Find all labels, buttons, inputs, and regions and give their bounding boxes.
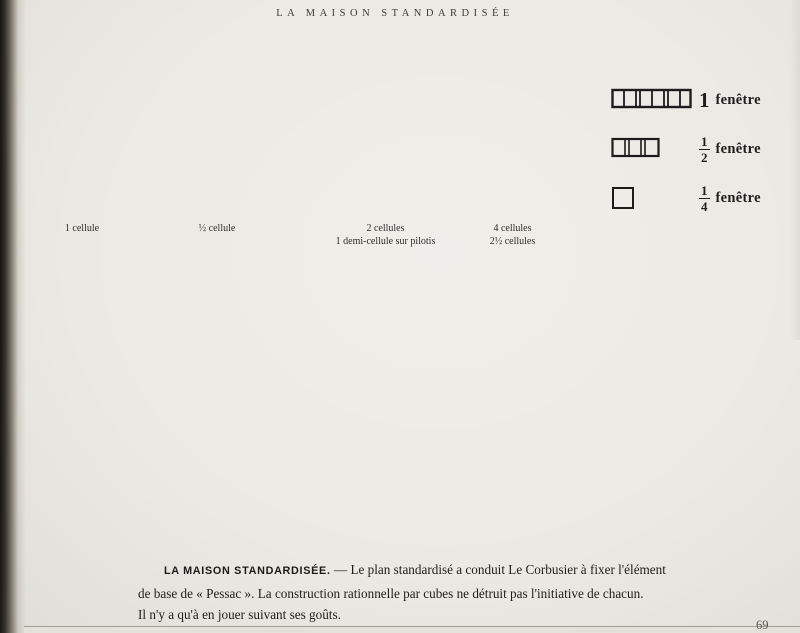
figure-demi-cellule-caption: ½ cellule: [198, 223, 236, 234]
legend-fraction: 1 4: [699, 182, 710, 214]
page-edge-rule: [24, 626, 800, 627]
legend-item-half-window: 1 2 fenêtre: [603, 131, 798, 167]
window-legend: 1 fenêtre 1 2 fenêtre: [603, 82, 798, 217]
figure-demi-cellule-drawing: [168, 94, 268, 216]
figure-1-cellule-caption: 1 cellule: [64, 223, 100, 234]
caption-line-1: LA MAISON STANDARDISÉE. — Le plan standa…: [164, 562, 666, 577]
caption-line-3: Il n'y a qu'à en jouer suivant ses goûts…: [138, 607, 341, 622]
legend-fraction: 1 2: [699, 133, 710, 165]
scan-gutter-shadow: [0, 0, 26, 633]
caption-lead: LA MAISON STANDARDISÉE.: [164, 565, 331, 577]
figure-wireframe-scheme-1-drawing: [22, 282, 182, 532]
figure-4-cellules-drawing: [455, 82, 579, 232]
figure-house-scheme-4-drawing: [592, 294, 797, 548]
legend-label: fenêtre: [715, 91, 761, 108]
window-quarter-icon: [611, 186, 637, 210]
legend-label: fenêtre: [715, 140, 761, 157]
page-edge-strip: [24, 627, 800, 633]
figure-4-cellules-caption: 4 cellules 2½ cellules: [489, 223, 536, 247]
page-number: 69: [756, 618, 769, 632]
figure-2-cellules-caption: 2 cellules 1 demi-cellule sur pilotis: [335, 223, 436, 247]
figure-wireframe-scheme-2-drawing: [176, 296, 374, 528]
legend-item-quarter-window: 1 4 fenêtre: [603, 180, 798, 216]
page-header-title: LA MAISON STANDARDISÉE: [276, 8, 514, 19]
caption-line-2: de base de « Pessac ». La construction r…: [138, 585, 644, 601]
legend-label: fenêtre: [715, 189, 761, 206]
window-full-icon: [611, 88, 693, 110]
legend-item-full-window: 1 fenêtre: [603, 82, 798, 118]
figure-2-cellules-pilotis-drawing: [305, 78, 465, 228]
window-half-icon: [611, 137, 663, 159]
legend-value: 1: [699, 87, 710, 112]
figure-caption-paragraph: LA MAISON STANDARDISÉE. — Le plan standa…: [138, 559, 716, 626]
figure-house-scheme-3-drawing: [362, 298, 580, 538]
scan-right-shade: [790, 0, 800, 340]
figure-1-cellule-drawing: [22, 84, 142, 219]
